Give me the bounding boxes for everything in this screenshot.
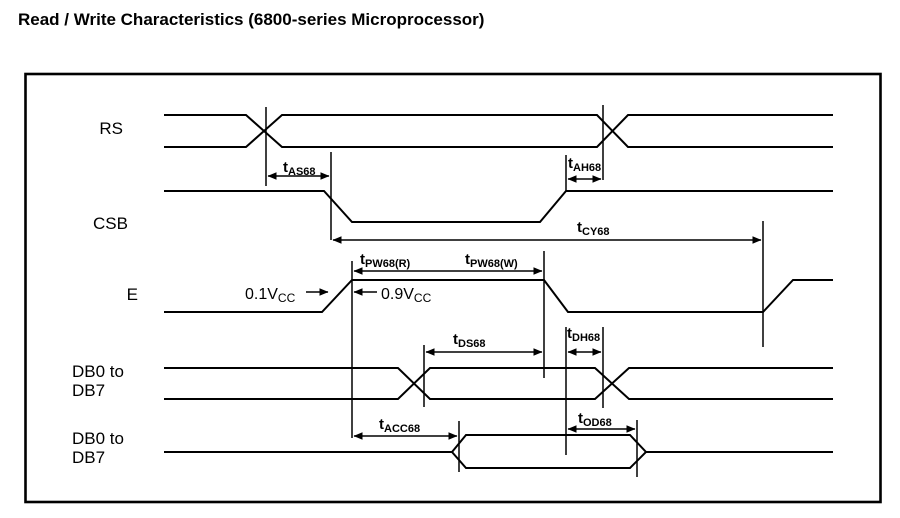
tacc68-label: tACC68 (379, 416, 420, 435)
db-in-waveform-rail-b (164, 367, 833, 400)
figure-title: Read / Write Characteristics (6800-serie… (18, 10, 485, 29)
tpw68r-label: tPW68(R) (360, 251, 411, 270)
csb-waveform (164, 190, 833, 223)
db-in-waveform-rail-a (164, 367, 833, 400)
tah68-label: tAH68 (568, 155, 601, 174)
signal-label-db-in-1: DB0 to (72, 362, 124, 381)
v01-label: 0.1VCC (245, 286, 296, 305)
tcy68-label: tCY68 (577, 219, 610, 238)
tdh68-label: tDH68 (567, 325, 600, 344)
signal-label-csb: CSB (93, 214, 128, 233)
diagram-border (24, 72, 882, 504)
signal-label-rs: RS (99, 119, 123, 138)
tas68-label: tAS68 (283, 159, 316, 178)
signal-label-db-out-1: DB0 to (72, 429, 124, 448)
tod68-label: tOD68 (578, 410, 612, 429)
e-waveform (164, 279, 833, 313)
db-out-data-valid-bubble (450, 434, 648, 469)
tpw68w-label: tPW68(W) (465, 251, 518, 270)
rs-waveform-rail-a (164, 114, 833, 148)
rs-waveform-rail-b (164, 114, 833, 148)
tds68-label: tDS68 (453, 331, 486, 350)
signal-label-db-out-2: DB7 (72, 448, 105, 467)
signal-label-db-in-2: DB7 (72, 381, 105, 400)
signal-label-e: E (127, 285, 138, 304)
v09-label: 0.9VCC (381, 286, 432, 305)
